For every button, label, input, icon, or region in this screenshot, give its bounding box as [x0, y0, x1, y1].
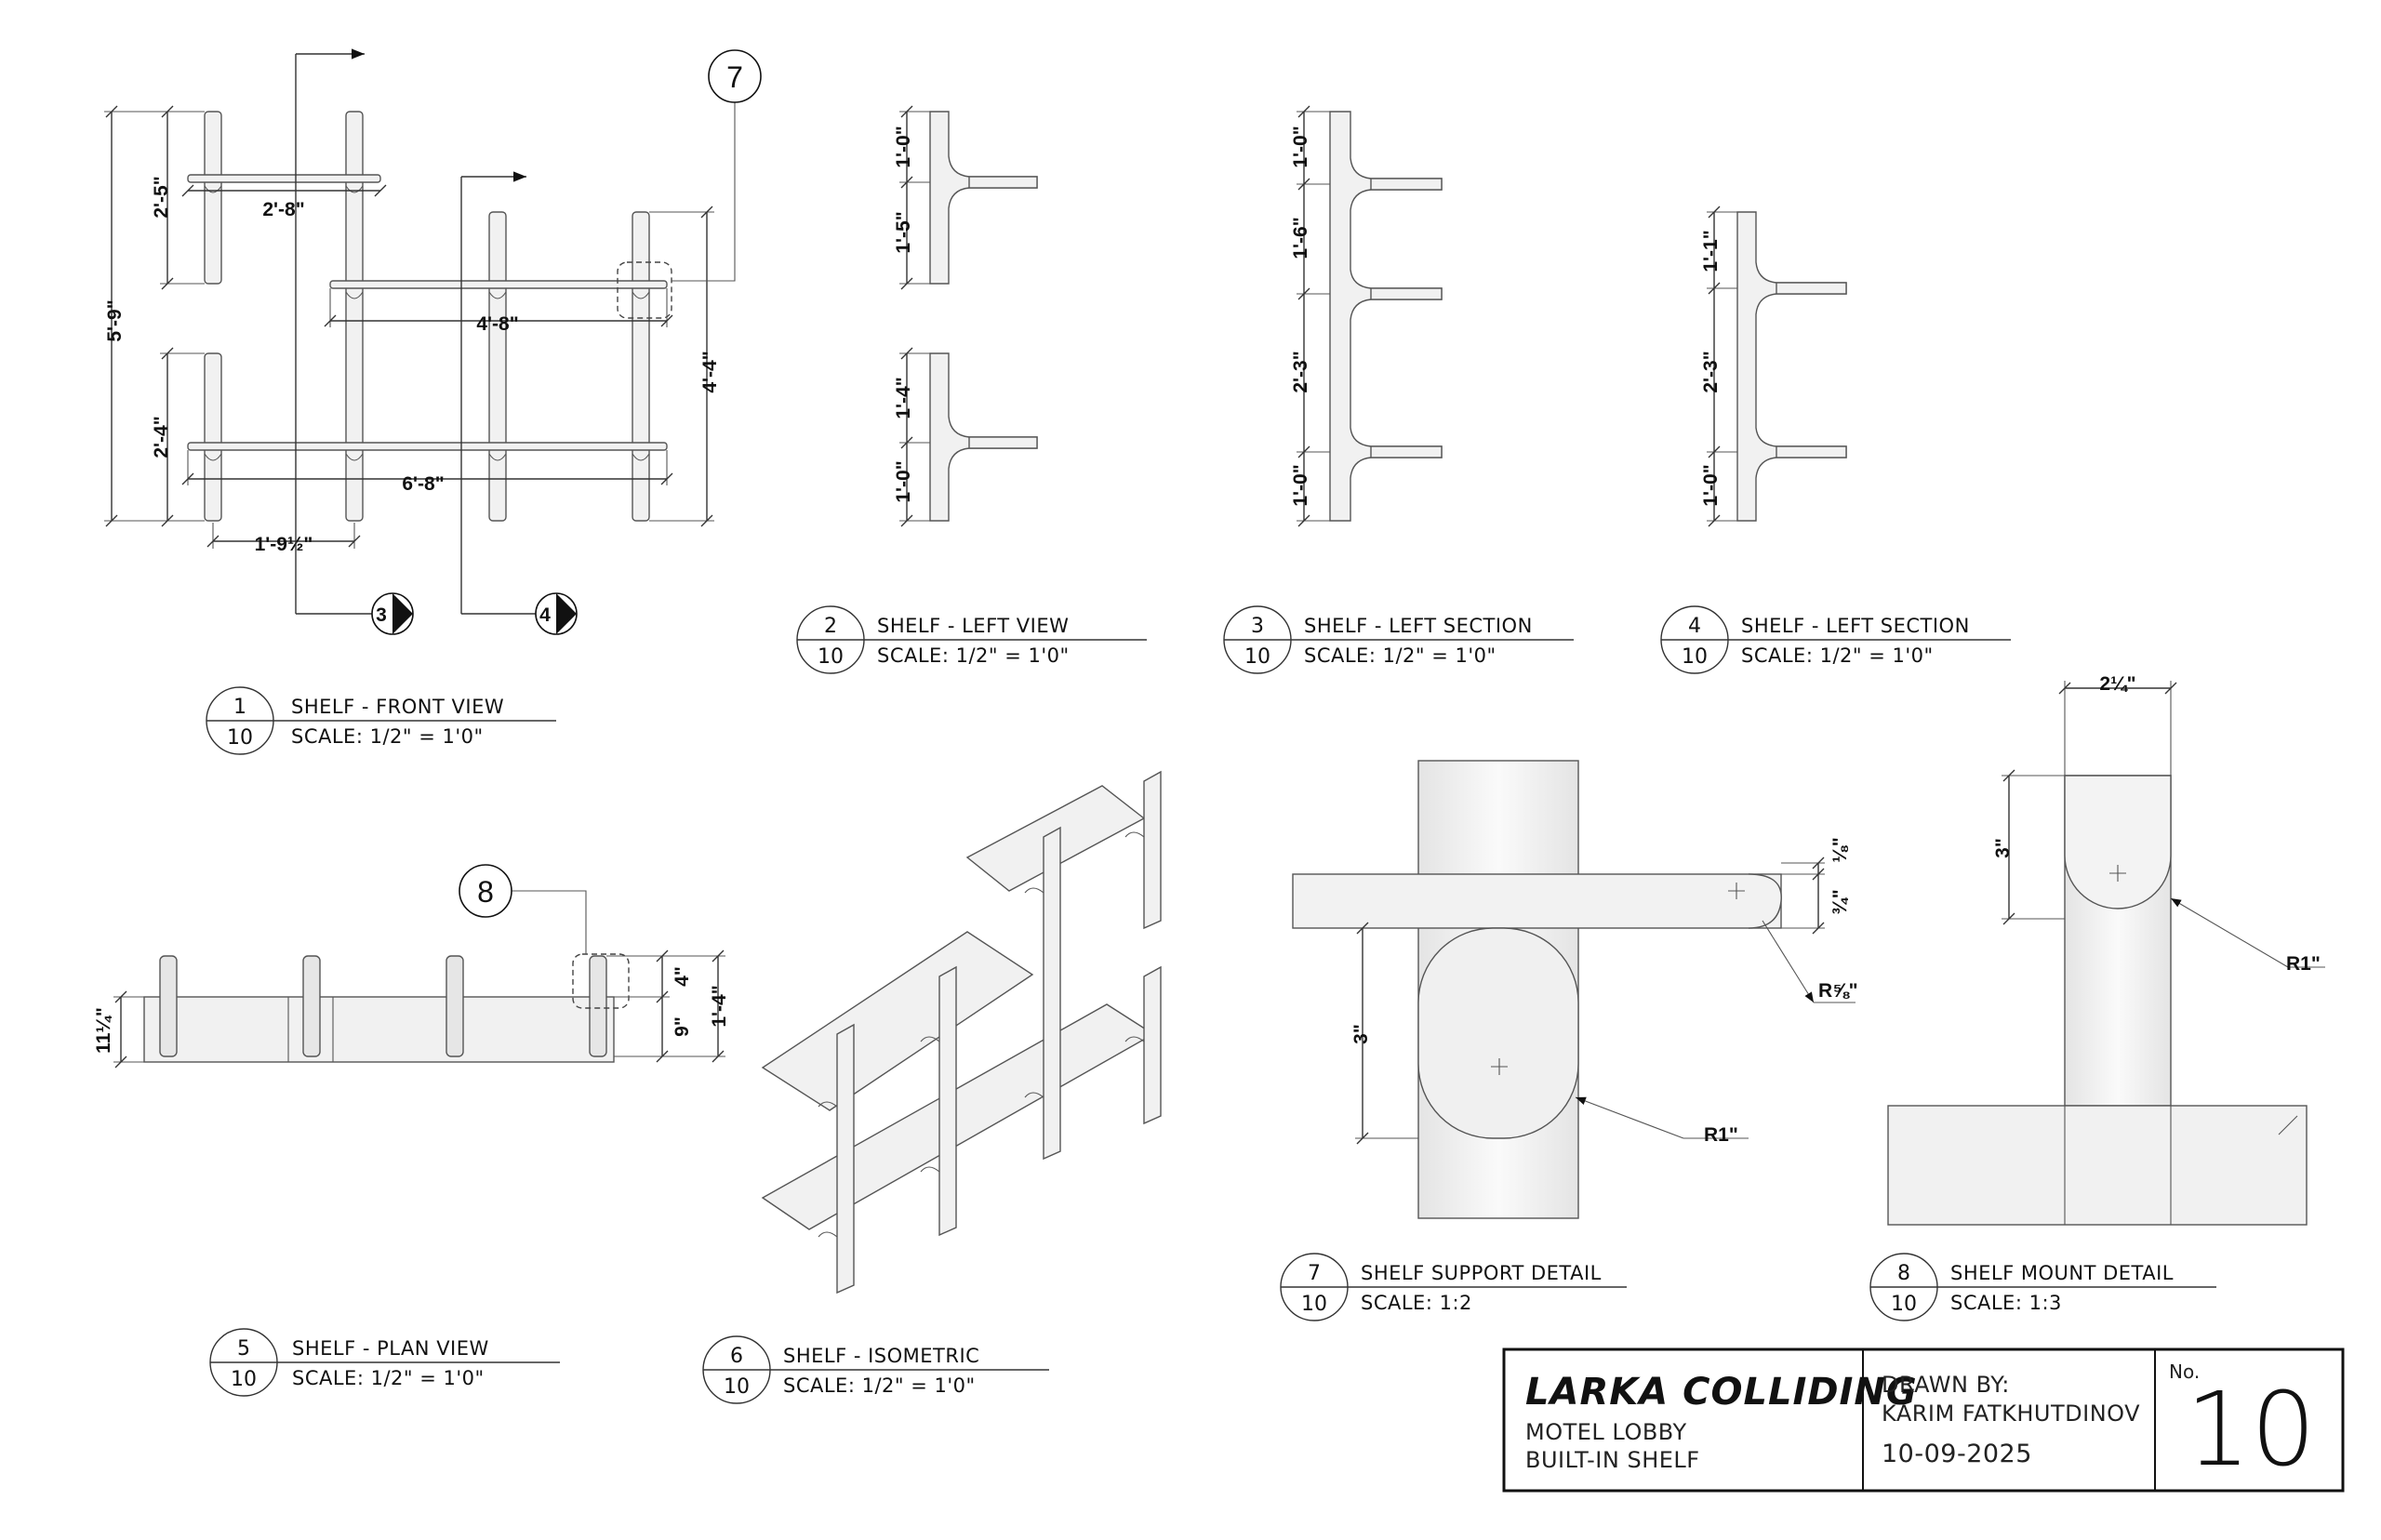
view-label-2: 2 10 SHELF - LEFT VIEW SCALE: 1/2" = 1'0… [796, 605, 1147, 674]
view-label-7: 7 10 SHELF SUPPORT DETAIL SCALE: 1:2 [1280, 1253, 1627, 1321]
svg-text:SHELF - FRONT VIEW: SHELF - FRONT VIEW [291, 696, 504, 718]
sheet-number: 10 [2186, 1370, 2316, 1489]
left-section-4: 1'-1" 2'-3" 1'-0" [1700, 206, 1847, 527]
svg-text:SHELF - LEFT SECTION: SHELF - LEFT SECTION [1304, 615, 1533, 637]
view-label-8: 8 10 SHELF MOUNT DETAIL SCALE: 1:3 [1869, 1253, 2216, 1321]
callout-detail-7: 7 [726, 60, 743, 94]
svg-text:10: 10 [724, 1375, 750, 1399]
dim-top-shelf-width: 2'-8" [262, 199, 304, 220]
d7-dim-shelf: ¾" [1829, 889, 1851, 914]
svg-text:SCALE: 1/2" = 1'0": SCALE: 1/2" = 1'0" [1741, 644, 1934, 667]
s3-dim-2: 1'-6" [1290, 217, 1311, 259]
sheet-no-label: No. [2169, 1361, 2200, 1383]
svg-text:SHELF - LEFT VIEW: SHELF - LEFT VIEW [877, 615, 1069, 637]
view-label-6: 6 10 SHELF - ISOMETRIC SCALE: 1/2" = 1'0… [702, 1335, 1049, 1404]
d7-dim-top: ⅛" [1829, 837, 1851, 862]
section-marker-3: 3 [376, 604, 387, 626]
dim-overall-height: 5'-9" [104, 299, 126, 341]
d8-dim-radius: R1" [2286, 953, 2321, 975]
left-dim-1: 1'-0" [893, 126, 914, 167]
drawn-by-label: DRAWN BY: [1882, 1372, 2010, 1398]
s3-dim-4: 1'-0" [1290, 464, 1311, 506]
project-line-2: BUILT-IN SHELF [1525, 1447, 1700, 1473]
view-label-4: 4 10 SHELF - LEFT SECTION SCALE: 1/2" = … [1660, 605, 2011, 674]
svg-text:5: 5 [237, 1337, 250, 1361]
svg-text:SCALE: 1/2" = 1'0": SCALE: 1/2" = 1'0" [291, 725, 484, 748]
dim-post-spacing: 1'-9½" [255, 534, 313, 555]
support-detail: ⅛" ¾" R⅝" 3" R1" [1292, 760, 1858, 1219]
s3-dim-3: 2'-3" [1290, 351, 1311, 392]
svg-text:SCALE: 1/2" = 1'0": SCALE: 1/2" = 1'0" [1304, 644, 1496, 667]
svg-text:SHELF - LEFT SECTION: SHELF - LEFT SECTION [1741, 615, 1970, 637]
svg-text:SCALE: 1/2" = 1'0": SCALE: 1/2" = 1'0" [783, 1374, 976, 1397]
dim-right-height: 4'-4" [699, 351, 721, 392]
view-label-5: 5 10 SHELF - PLAN VIEW SCALE: 1/2" = 1'0… [209, 1328, 560, 1397]
section-marker-4: 4 [539, 604, 551, 626]
plan-dim-total: 1'-4" [709, 985, 730, 1027]
front-view: 5'-9" 2'-5" 2'-8" 4'-8" 4'-4" 2'-4" 6'-8 [104, 48, 762, 635]
isometric-view [761, 770, 1162, 1294]
dim-bottom-shelf-width: 6'-8" [402, 473, 444, 495]
svg-text:SHELF - ISOMETRIC: SHELF - ISOMETRIC [783, 1345, 979, 1367]
d8-dim-height: 3" [1992, 838, 2014, 858]
plan-dim-9: 9" [672, 1016, 693, 1037]
d7-dim-radius: R1" [1704, 1124, 1738, 1146]
svg-text:10: 10 [818, 645, 844, 669]
view-label-3: 3 10 SHELF - LEFT SECTION SCALE: 1/2" = … [1223, 605, 1574, 674]
project-line-1: MOTEL LOBBY [1525, 1419, 1687, 1445]
svg-text:SCALE: 1:2: SCALE: 1:2 [1361, 1292, 1472, 1314]
svg-text:SHELF SUPPORT DETAIL: SHELF SUPPORT DETAIL [1361, 1262, 1602, 1284]
d7-dim-height: 3" [1350, 1024, 1372, 1044]
left-section-3: 1'-0" 1'-6" 2'-3" 1'-0" [1290, 105, 1443, 527]
svg-text:10: 10 [1301, 1293, 1327, 1316]
dim-bottom-span: 2'-4" [151, 416, 172, 458]
drawn-by-name: KARIM FATKHUTDINOV [1882, 1401, 2140, 1427]
s4-dim-2: 2'-3" [1700, 351, 1722, 392]
svg-text:SCALE: 1/2" = 1'0": SCALE: 1/2" = 1'0" [877, 644, 1070, 667]
svg-text:10: 10 [1891, 1293, 1917, 1316]
dim-middle-shelf-width: 4'-8" [476, 313, 518, 335]
drawing-date: 10-09-2025 [1882, 1440, 2032, 1468]
view-label-1: 1 10 SHELF - FRONT VIEW SCALE: 1/2" = 1'… [206, 686, 556, 755]
svg-text:10: 10 [1682, 645, 1708, 669]
company-name: LARKA COLLIDING [1525, 1371, 1918, 1414]
svg-text:SCALE: 1:3: SCALE: 1:3 [1950, 1292, 2062, 1314]
title-block: LARKA COLLIDING MOTEL LOBBY BUILT-IN SHE… [1502, 1348, 2345, 1493]
d7-dim-radius-small: R⅝" [1818, 980, 1858, 1002]
dim-top-span: 2'-5" [151, 176, 172, 218]
mount-detail: 2¼" 3" R1" [1887, 673, 2325, 1226]
plan-dim-depth: 11¼" [93, 1007, 114, 1054]
callout-detail-8: 8 [477, 875, 494, 909]
left-dim-4: 1'-0" [893, 460, 914, 502]
svg-text:SHELF - PLAN VIEW: SHELF - PLAN VIEW [292, 1337, 489, 1360]
s4-dim-1: 1'-1" [1700, 230, 1722, 272]
left-view: 1'-0" 1'-5" 1'-4" 1'-0" [893, 105, 1038, 527]
svg-text:10: 10 [231, 1368, 257, 1391]
svg-text:6: 6 [730, 1345, 743, 1368]
svg-text:2: 2 [824, 615, 837, 638]
plan-view: 11¼" 8 4" 9" 1'-4" [93, 864, 730, 1069]
svg-text:10: 10 [1244, 645, 1270, 669]
svg-text:8: 8 [1897, 1262, 1910, 1285]
left-dim-2: 1'-5" [893, 211, 914, 253]
left-dim-3: 1'-4" [893, 377, 914, 418]
s3-dim-1: 1'-0" [1290, 126, 1311, 167]
s4-dim-3: 1'-0" [1700, 464, 1722, 506]
svg-text:3: 3 [1251, 615, 1264, 638]
svg-text:1: 1 [233, 696, 246, 719]
svg-text:4: 4 [1688, 615, 1701, 638]
plan-dim-4: 4" [672, 966, 693, 987]
svg-text:SHELF MOUNT DETAIL: SHELF MOUNT DETAIL [1950, 1262, 2174, 1284]
svg-text:10: 10 [227, 726, 253, 750]
d8-dim-width: 2¼" [2099, 673, 2135, 695]
svg-text:SCALE: 1/2" = 1'0": SCALE: 1/2" = 1'0" [292, 1367, 485, 1389]
svg-text:7: 7 [1308, 1262, 1321, 1285]
